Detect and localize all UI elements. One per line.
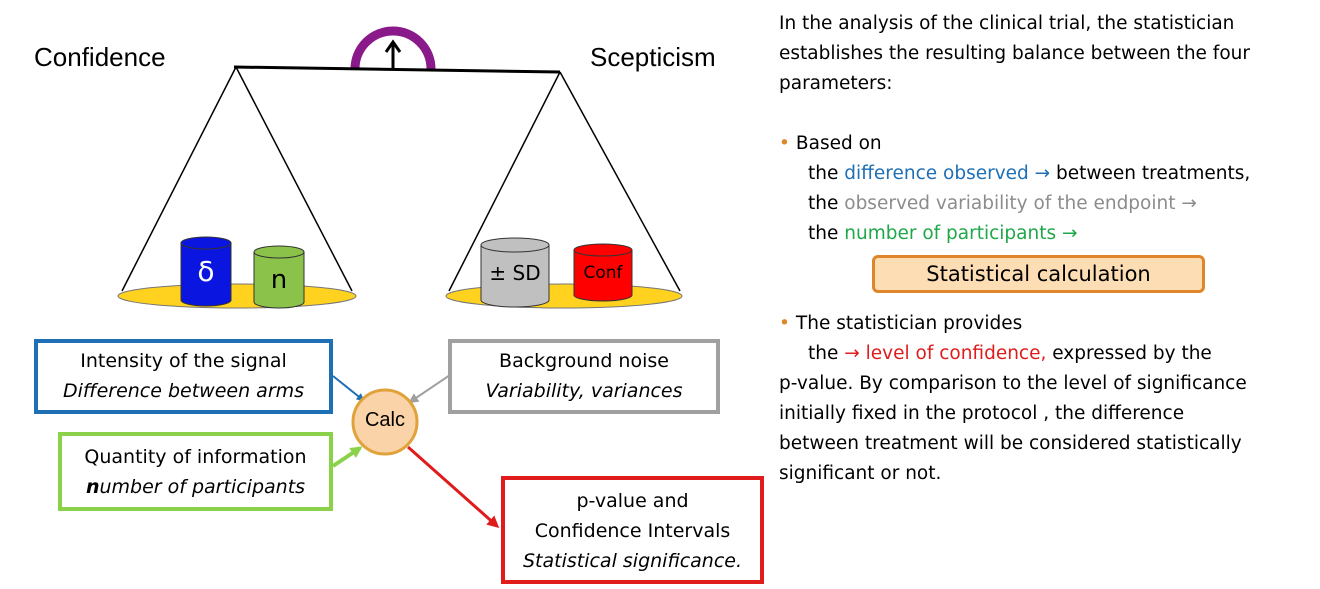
intro-line: parameters:	[779, 73, 893, 94]
the-text: the	[808, 343, 845, 364]
info-subtitle: number of participants	[62, 472, 329, 502]
provides-line: •The statistician provides	[779, 309, 1314, 339]
pvalue-title: p-value and	[576, 490, 689, 512]
n-label: n	[271, 265, 287, 295]
participants-line: the number of participants →	[779, 219, 1314, 249]
between-text: between treatments,	[1050, 163, 1251, 184]
conf-label: Conf	[583, 263, 623, 283]
the-text: the	[808, 223, 845, 244]
confidence-level-line: the → level of confidence, expressed by …	[779, 339, 1314, 369]
difference-line: the difference observed → between treatm…	[779, 159, 1314, 189]
info-subtitle-rest: umber of participants	[99, 476, 306, 498]
variability-text: observed variability of the endpoint →	[844, 193, 1197, 214]
bullet: •	[779, 133, 790, 154]
conclusion-line: initially fixed in the protocol , the di…	[779, 403, 1185, 424]
left-string	[121, 66, 237, 292]
expressed-text: expressed by the	[1046, 343, 1212, 364]
pvalue-box: p-value and Confidence Intervals Statist…	[501, 476, 764, 584]
spacer	[779, 99, 1314, 129]
quantity-information-box: Quantity of information number of partic…	[58, 432, 333, 511]
level-of-confidence-text: → level of confidence,	[844, 343, 1047, 364]
info-arrow	[331, 446, 363, 468]
noise-arrow	[408, 374, 451, 404]
pvalue-arrow	[407, 445, 500, 528]
pvalue-significance: Statistical significance.	[522, 550, 743, 572]
pivot-arc	[350, 26, 436, 70]
calc-label: Calc	[364, 409, 405, 431]
noise-subtitle: Variability, variances	[485, 380, 683, 402]
pivot-arrow-head	[384, 39, 402, 53]
calc-circle	[351, 388, 419, 456]
confidence-label: Confidence	[34, 42, 166, 72]
the-text: the	[808, 163, 845, 184]
left-string	[235, 66, 353, 292]
right-string	[448, 71, 561, 292]
intro-line: establishes the resulting balance betwee…	[779, 43, 1250, 64]
based-on-text: Based on	[795, 133, 882, 154]
variability-line: the observed variability of the endpoint…	[779, 189, 1314, 219]
info-subtitle-initial: n	[85, 476, 100, 498]
explanation-panel: In the analysis of the clinical trial, t…	[779, 9, 1314, 489]
n-cylinder: n	[253, 245, 305, 309]
bullet: •	[779, 313, 790, 334]
the-text: the	[808, 193, 845, 214]
provides-text: The statistician provides	[795, 313, 1023, 334]
intro-line: In the analysis of the clinical trial, t…	[779, 13, 1235, 34]
noise-title: Background noise	[499, 350, 669, 372]
delta-label: δ	[197, 255, 214, 288]
signal-title: Intensity of the signal	[80, 350, 287, 372]
participants-text: number of participants →	[844, 223, 1078, 244]
conclusion-line: p-value. By comparison to the level of s…	[779, 373, 1247, 394]
scale-beam	[233, 65, 561, 74]
signal-subtitle: Difference between arms	[62, 380, 305, 402]
signal-intensity-box: Intensity of the signal Difference betwe…	[34, 339, 333, 414]
signal-arrow	[332, 375, 365, 402]
delta-cylinder: δ	[180, 236, 232, 307]
based-on-line: •Based on	[779, 129, 1314, 159]
scepticism-label: Scepticism	[590, 42, 716, 72]
sd-cylinder: ± SD	[480, 237, 550, 308]
info-title: Quantity of information	[84, 446, 307, 468]
statistical-calculation-box: Statistical calculation	[872, 255, 1205, 293]
balance-scale: δ n ± SD Conf	[117, 26, 683, 528]
difference-observed-text: difference observed →	[844, 163, 1051, 184]
sd-label: ± SD	[489, 261, 540, 285]
right-string	[559, 71, 681, 292]
background-noise-box: Background noise Variability, variances	[448, 339, 720, 414]
pvalue-subtitle: Confidence Intervals	[534, 520, 731, 542]
conclusion-line: between treatment will be considered sta…	[779, 433, 1242, 454]
conf-cylinder: Conf	[573, 243, 633, 302]
conclusion-line: significant or not.	[779, 463, 942, 484]
left-pan	[117, 283, 357, 309]
